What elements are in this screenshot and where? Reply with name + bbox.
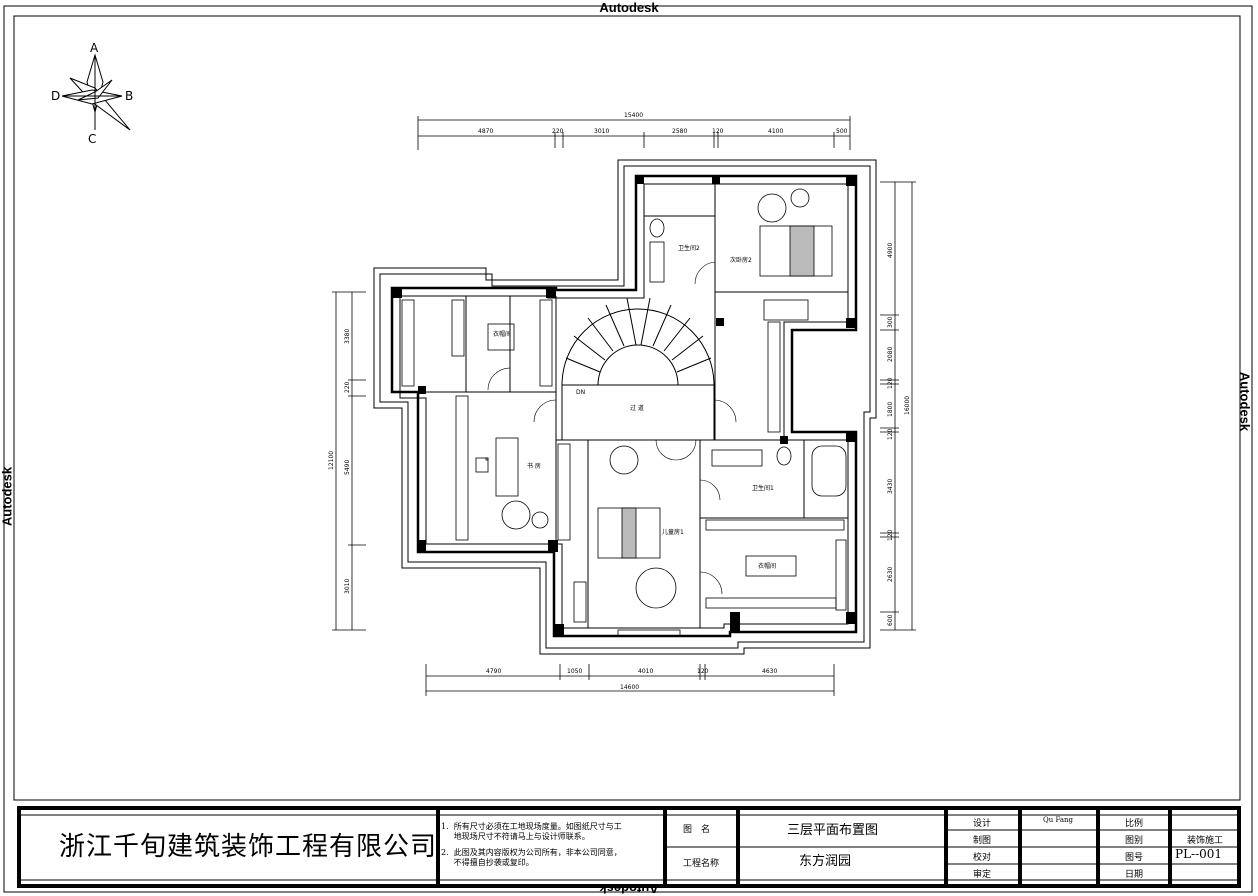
dim-bottom-seg-5: 4630 [762,668,777,675]
title-block: 浙江千旬建筑装饰工程有限公司 1. 所有尺寸必须在工地现场度量。如图纸尺寸与工 … [17,806,1241,888]
dim-top-seg-2: 220 [552,128,564,135]
compass-label-south: C [88,132,96,146]
room-label-bathroom-1: 卫生间1 [752,484,774,492]
dim-right-seg-5: 1800 [887,402,894,417]
project-name: 东方润园 [799,854,852,869]
room-label-closet-1: 衣帽间 [493,330,511,338]
dim-right-seg-6: 120 [887,428,894,440]
dim-top-seg-1: 4870 [478,128,493,135]
drawing-number-label: 图号 [1125,853,1144,863]
check-label: 校对 [973,853,992,863]
dim-right-seg-2: 300 [887,316,894,328]
dim-bottom-seg-1: 4790 [486,668,501,675]
dim-right-seg-10: 600 [887,614,894,626]
note-1-line-2: 地现场尺寸不符请马上与设计师联系。 [453,832,590,841]
wardrobe-rails [401,299,847,623]
compass-label-north: A [90,41,99,55]
dim-left-seg-2: 220 [344,381,351,393]
stair-direction-label: DN [576,389,585,396]
note-1: 1. 所有尺寸必须在工地现场度量。如图纸尺寸与工 地现场尺寸不符请马上与设计师联… [441,822,622,842]
room-label-bathroom-2: 卫生间2 [678,244,700,252]
room-label-bedroom-1: 儿童房1 [662,528,684,536]
note-2-number: 2. [441,848,449,857]
dim-left-total: 12100 [328,451,335,470]
watermark-top: Autodesk [599,0,659,15]
compass-rose: A B C D [51,41,133,146]
project-name-label: 工程名称 [683,859,720,869]
date-label: 日期 [1125,870,1144,880]
dim-bottom-seg-2: 1050 [567,668,582,675]
dim-left-seg-4: 3010 [344,579,351,594]
dim-bottom-total: 14600 [620,684,639,691]
drawing-name: 三层平面布置图 [787,823,879,838]
dim-right-seg-4: 120 [887,377,894,389]
dim-right-total: 16000 [904,396,911,415]
dim-right-seg-9: 2630 [887,567,894,582]
dim-top-seg-7: 500 [836,128,848,135]
compass-label-east: B [125,89,133,103]
room-label-closet-2: 衣帽间 [758,562,776,570]
top-dimension-chain: 15400 4870 220 3010 2580 120 4100 500 [417,112,851,150]
dim-top-seg-4: 2580 [672,128,687,135]
scale-label: 比例 [1125,819,1144,829]
category-value: 装饰施工 [1187,836,1224,846]
company-name: 浙江千旬建筑装饰工程有限公司 [59,832,438,862]
note-1-line-1: 所有尺寸必须在工地现场度量。如图纸尺寸与工 [453,822,622,831]
dim-left-seg-1: 3380 [344,329,351,344]
furniture [475,188,847,637]
dim-left-seg-3: 5490 [344,460,351,475]
dim-right-seg-8: 120 [887,529,894,541]
title-block-frame [17,806,1241,888]
door-swings [487,261,737,595]
dim-top-seg-3: 3010 [594,128,609,135]
room-label-stair-hall: 过 道 [630,404,644,412]
dim-top-total: 15400 [624,112,643,119]
designer-name: Qu Fang [1043,816,1074,824]
dim-right-seg-1: 4900 [887,243,894,258]
left-dimension-chain: 12100 3380 220 5490 3010 [328,291,366,631]
dim-bottom-seg-4: 120 [697,668,709,675]
room-label-bedroom-2: 次卧房2 [730,256,752,264]
dim-top-seg-6: 4100 [768,128,783,135]
note-2-line-2: 不得擅自抄袭或复印。 [453,858,534,867]
note-2: 2. 此图及其内容版权为公司所有，非本公司同意， 不得擅自抄袭或复印。 [441,848,622,868]
bottom-dimension-chain: 4790 1050 4010 120 4630 14600 [425,664,835,696]
compass-label-west: D [51,89,60,103]
design-label: 设计 [973,819,992,829]
drawing-number: PL--001 [1175,847,1223,861]
dim-right-seg-3: 2080 [887,347,894,362]
drawing-name-label: 图 名 [683,825,711,835]
right-dimension-chain: 4900 300 2080 120 1800 120 3430 120 2630… [880,181,916,631]
draw-label: 制图 [973,836,992,846]
category-label: 图别 [1125,836,1144,846]
room-label-study: 书 房 [527,462,541,470]
note-2-line-1: 此图及其内容版权为公司所有，非本公司同意， [453,848,622,857]
floor-plan: 过 道 书 房 卫生间2 次卧房2 儿童房1 卫生间1 衣帽间 衣帽间 DN [373,159,877,655]
dim-bottom-seg-3: 4010 [638,668,653,675]
dim-right-seg-7: 3430 [887,479,894,494]
note-1-number: 1. [441,822,449,831]
approve-label: 审定 [973,870,992,880]
dim-top-seg-5: 120 [712,128,724,135]
spiral-staircase [561,297,715,441]
